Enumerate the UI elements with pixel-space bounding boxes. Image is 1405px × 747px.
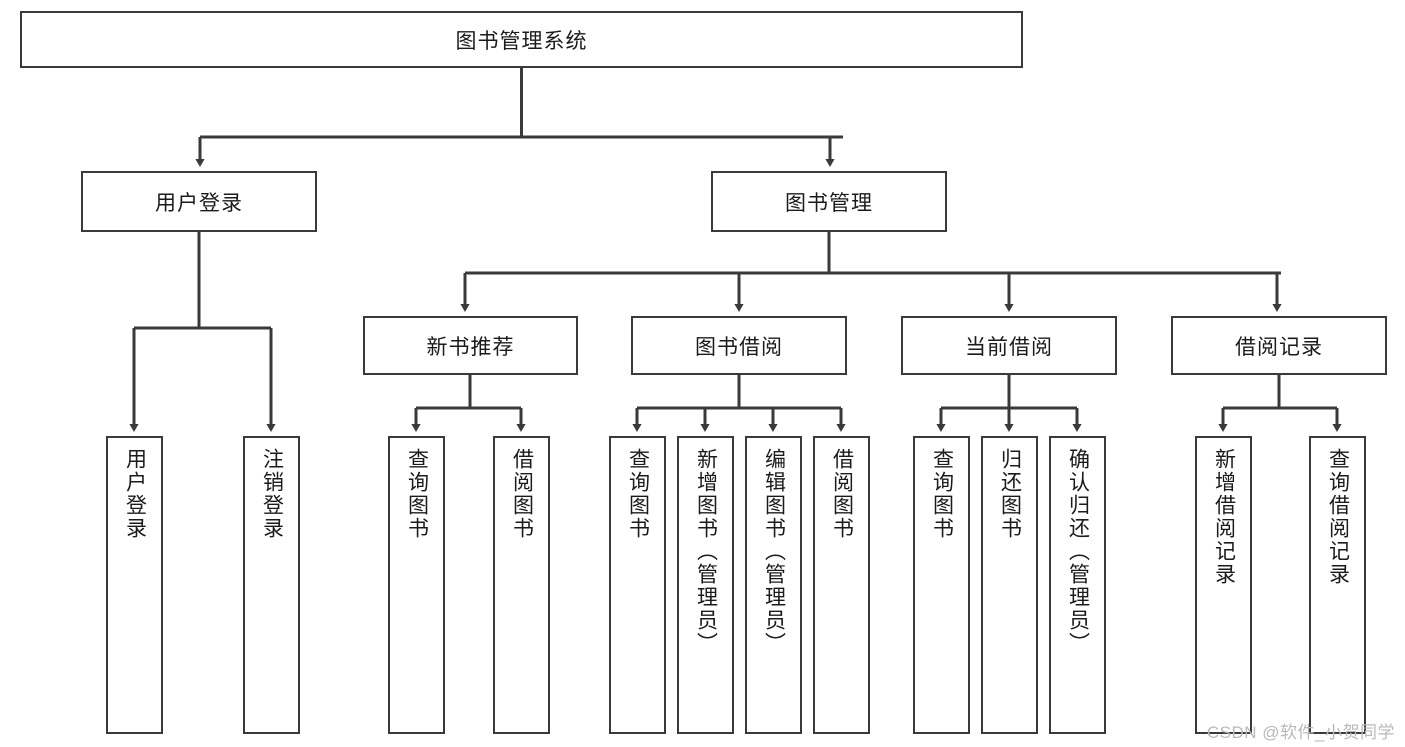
- leaf-current-return-book[interactable]: 归还图书: [981, 436, 1038, 734]
- leaf-user-login-logout[interactable]: 注销登录: [243, 436, 300, 734]
- node-current-borrow[interactable]: 当前借阅: [901, 316, 1117, 375]
- leaf-user-login-login[interactable]: 用户登录: [106, 436, 163, 734]
- node-label: 确认归还（管理员）: [1066, 448, 1090, 655]
- node-label: 借阅图书: [830, 448, 854, 540]
- node-root-system[interactable]: 图书管理系统: [20, 11, 1023, 68]
- node-label: 查询借阅记录: [1326, 448, 1350, 586]
- node-label: 注销登录: [260, 448, 284, 540]
- node-label: 新书推荐: [426, 335, 515, 359]
- node-label: 图书管理: [785, 191, 873, 215]
- node-label: 用户登录: [155, 191, 243, 215]
- node-label: 图书管理系统: [455, 29, 588, 53]
- node-borrow-record[interactable]: 借阅记录: [1171, 316, 1387, 375]
- node-user-login[interactable]: 用户登录: [81, 171, 317, 232]
- leaf-borrow-edit-book-admin[interactable]: 编辑图书（管理员）: [745, 436, 802, 734]
- node-label: 用户登录: [123, 448, 147, 540]
- node-new-book-recommend[interactable]: 新书推荐: [363, 316, 578, 375]
- leaf-borrow-add-book-admin[interactable]: 新增图书（管理员）: [677, 436, 734, 734]
- leaf-recommend-borrow-book[interactable]: 借阅图书: [493, 436, 550, 734]
- node-label: 查询图书: [626, 448, 650, 540]
- node-book-borrow[interactable]: 图书借阅: [631, 316, 847, 375]
- node-label: 查询图书: [405, 448, 429, 540]
- node-label: 归还图书: [998, 448, 1022, 540]
- node-label: 当前借阅: [965, 335, 1053, 359]
- node-label: 图书借阅: [695, 335, 783, 359]
- node-book-management[interactable]: 图书管理: [711, 171, 947, 232]
- leaf-borrow-borrow-book[interactable]: 借阅图书: [813, 436, 870, 734]
- leaf-recommend-query-book[interactable]: 查询图书: [388, 436, 445, 734]
- leaf-record-add-record[interactable]: 新增借阅记录: [1195, 436, 1252, 734]
- csdn-watermark: CSDN @软件_小贺同学: [1206, 723, 1395, 742]
- leaf-borrow-query-book[interactable]: 查询图书: [609, 436, 666, 734]
- node-label: 新增图书（管理员）: [694, 448, 718, 655]
- node-label: 编辑图书（管理员）: [762, 448, 786, 655]
- leaf-current-query-book[interactable]: 查询图书: [913, 436, 970, 734]
- node-label: 借阅记录: [1235, 335, 1323, 359]
- node-label: 新增借阅记录: [1212, 448, 1236, 586]
- node-label: 借阅图书: [510, 448, 534, 540]
- node-label: 查询图书: [930, 448, 954, 540]
- leaf-record-query-record[interactable]: 查询借阅记录: [1309, 436, 1366, 734]
- leaf-current-confirm-return-admin[interactable]: 确认归还（管理员）: [1049, 436, 1106, 734]
